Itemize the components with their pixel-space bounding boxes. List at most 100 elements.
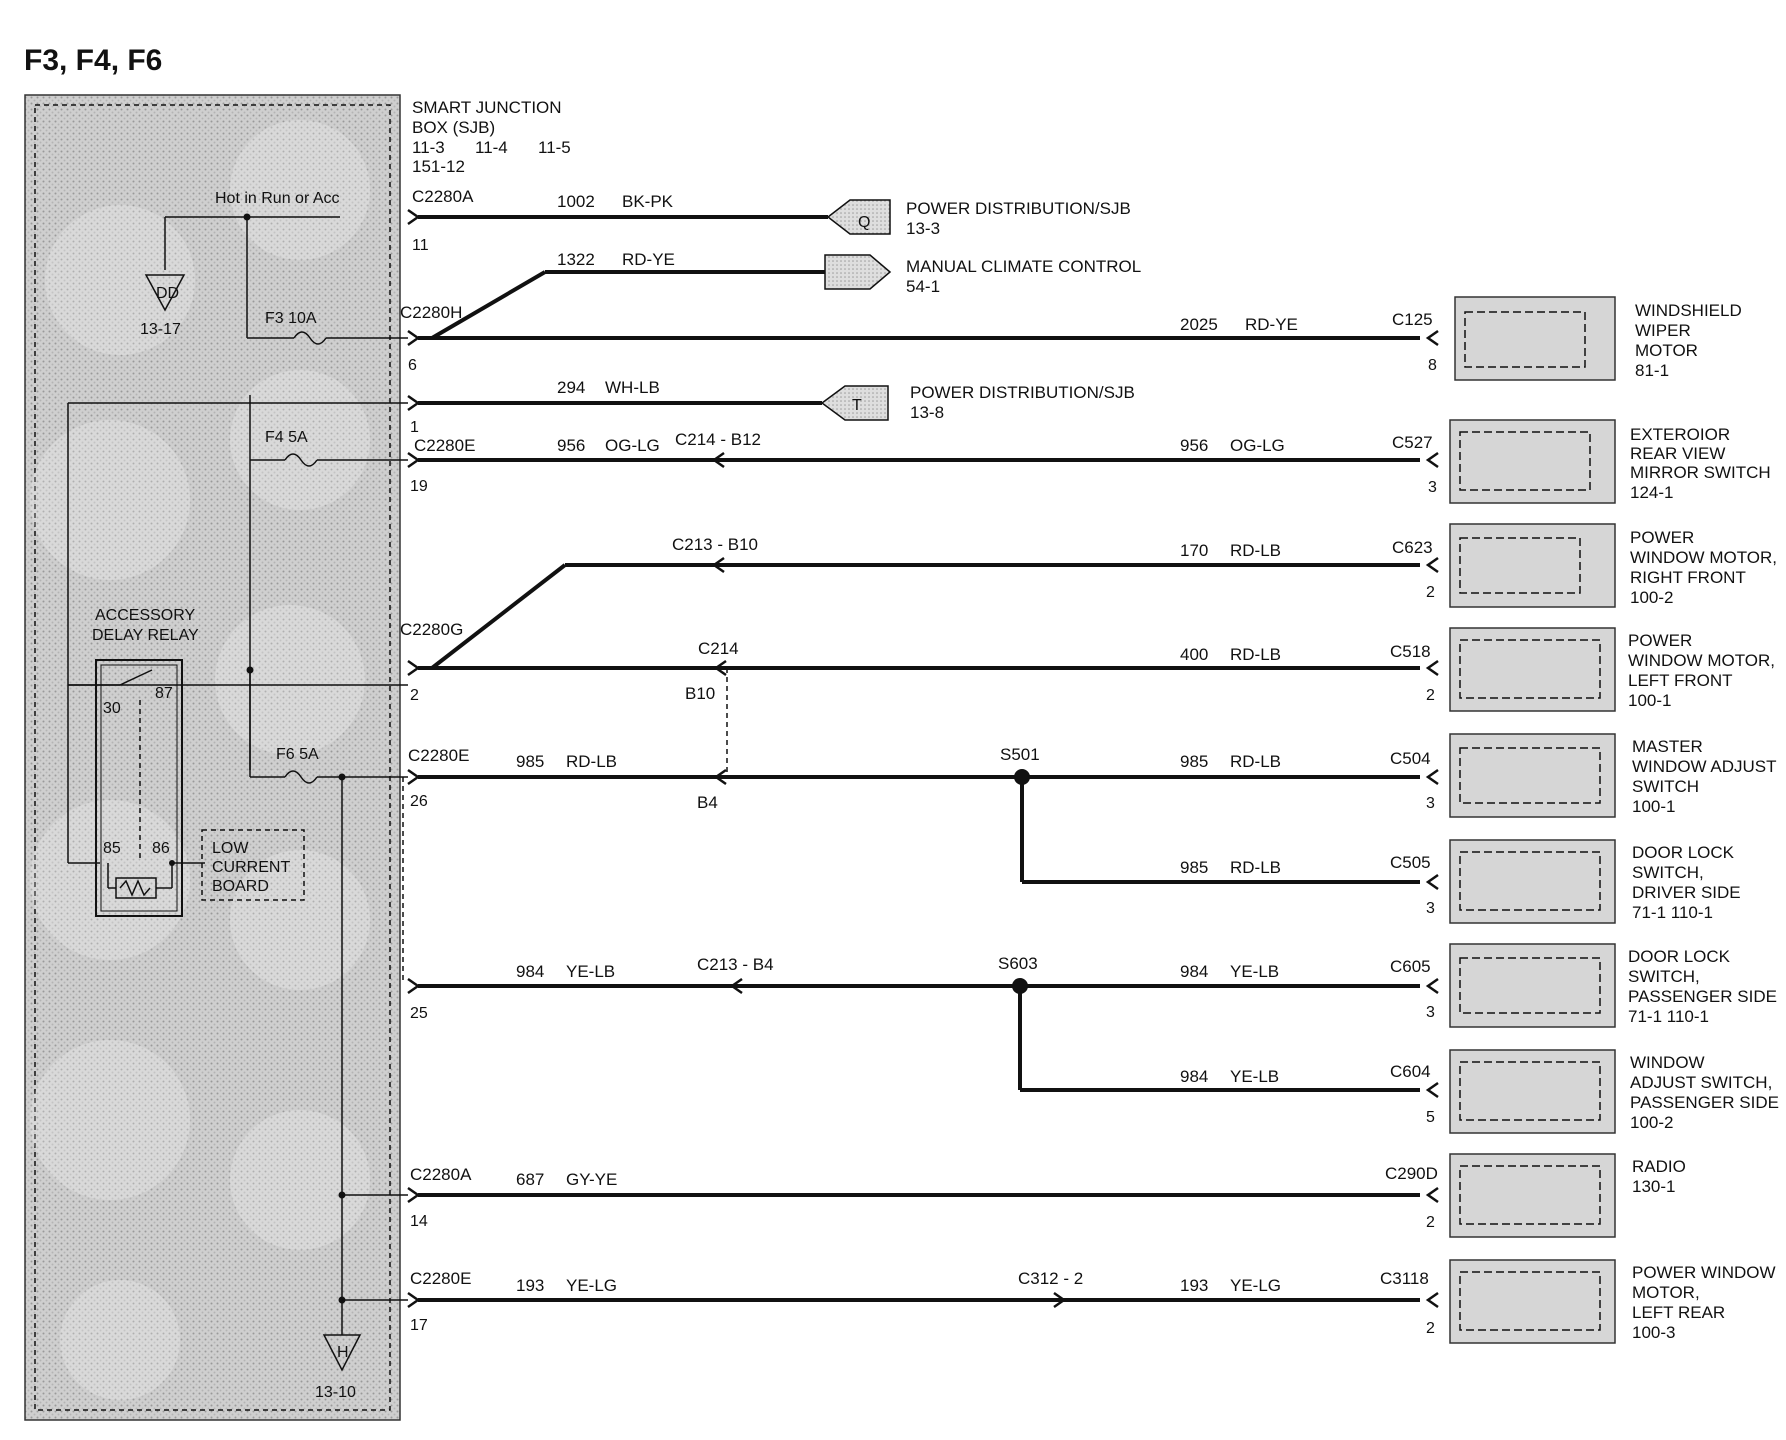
svg-text:3: 3 xyxy=(1426,1004,1435,1021)
component-power-window-motor-rf: C623 2 POWER WINDOW MOTOR, RIGHT FRONT 1… xyxy=(1392,523,1777,608)
svg-text:C504: C504 xyxy=(1390,749,1431,768)
svg-text:C290D: C290D xyxy=(1385,1164,1438,1183)
svg-text:100-3: 100-3 xyxy=(1632,1323,1675,1342)
svg-text:C2280E: C2280E xyxy=(408,746,469,765)
svg-text:1002: 1002 xyxy=(557,192,595,211)
relay-pin-87: 87 xyxy=(155,685,173,702)
svg-text:C623: C623 xyxy=(1392,538,1433,557)
svg-text:11: 11 xyxy=(412,237,429,254)
svg-text:3: 3 xyxy=(1428,479,1437,496)
sjb-ref: 11-5 xyxy=(538,138,571,157)
svg-text:RD-YE: RD-YE xyxy=(1245,315,1298,334)
connector-tag-icon xyxy=(826,199,891,235)
connector-tag-icon xyxy=(820,385,889,421)
svg-text:EXTEROIOR: EXTEROIOR xyxy=(1630,425,1730,444)
svg-text:RD-LB: RD-LB xyxy=(1230,541,1281,560)
svg-text:C605: C605 xyxy=(1390,957,1431,976)
ground-dd-ref: 13-17 xyxy=(140,321,181,338)
relay-pin-86: 86 xyxy=(152,840,170,857)
svg-text:193: 193 xyxy=(516,1276,544,1295)
svg-text:C125: C125 xyxy=(1392,310,1433,329)
svg-text:POWER DISTRIBUTION/SJB: POWER DISTRIBUTION/SJB xyxy=(910,383,1135,402)
component-master-window-adjust-switch: C504 3 MASTER WINDOW ADJUST SWITCH 100-1 xyxy=(1390,733,1777,818)
relay-pin-30: 30 xyxy=(103,700,121,717)
svg-text:2: 2 xyxy=(1426,1320,1435,1337)
svg-text:100-1: 100-1 xyxy=(1628,691,1671,710)
sjb-ref: 11-3 xyxy=(412,138,445,157)
svg-text:25: 25 xyxy=(410,1005,428,1022)
svg-text:C2280E: C2280E xyxy=(414,436,475,455)
svg-text:294: 294 xyxy=(557,378,585,397)
svg-text:C527: C527 xyxy=(1392,433,1433,452)
fuse-f3-label: F3 10A xyxy=(265,310,317,327)
sjb-title-line1: SMART JUNCTION xyxy=(412,98,562,117)
svg-text:C312 - 2: C312 - 2 xyxy=(1018,1269,1083,1288)
svg-text:POWER: POWER xyxy=(1630,528,1694,547)
svg-text:WINDOW: WINDOW xyxy=(1630,1053,1705,1072)
svg-text:2: 2 xyxy=(1426,1214,1435,1231)
svg-text:C214 - B12: C214 - B12 xyxy=(675,430,761,449)
fuse-f4-icon xyxy=(284,453,318,467)
svg-text:130-1: 130-1 xyxy=(1632,1177,1675,1196)
svg-text:5: 5 xyxy=(1426,1109,1435,1126)
svg-text:DRIVER SIDE: DRIVER SIDE xyxy=(1632,883,1741,902)
svg-text:YE-LG: YE-LG xyxy=(1230,1276,1281,1295)
svg-text:C2280H: C2280H xyxy=(400,303,462,322)
svg-text:C3118: C3118 xyxy=(1380,1269,1429,1288)
svg-text:3: 3 xyxy=(1426,795,1435,812)
svg-text:100-1: 100-1 xyxy=(1632,797,1675,816)
circuit-984-branch: 984 YE-LB xyxy=(1018,986,1420,1092)
connector-tag-icon xyxy=(824,254,892,290)
svg-text:14: 14 xyxy=(410,1213,428,1230)
svg-text:71-1 110-1: 71-1 110-1 xyxy=(1632,903,1713,922)
svg-text:PASSENGER SIDE: PASSENGER SIDE xyxy=(1630,1093,1779,1112)
svg-text:71-1 110-1: 71-1 110-1 xyxy=(1628,1007,1709,1026)
svg-text:PASSENGER SIDE: PASSENGER SIDE xyxy=(1628,987,1777,1006)
svg-text:B10: B10 xyxy=(685,684,715,703)
svg-text:MIRROR SWITCH: MIRROR SWITCH xyxy=(1630,463,1771,482)
svg-text:RADIO: RADIO xyxy=(1632,1157,1686,1176)
svg-text:2: 2 xyxy=(410,687,419,704)
svg-text:956: 956 xyxy=(1180,436,1208,455)
svg-text:SWITCH,: SWITCH, xyxy=(1632,863,1704,882)
circuit-1002: C2280A 11 1002 BK-PK Q POWER DISTRIBUTIO… xyxy=(407,187,1131,254)
svg-text:1322: 1322 xyxy=(557,250,595,269)
svg-text:WINDOW MOTOR,: WINDOW MOTOR, xyxy=(1628,651,1775,670)
circuit-294: 1 294 WH-LB T POWER DISTRIBUTION/SJB 13-… xyxy=(407,378,1135,436)
svg-text:MOTOR: MOTOR xyxy=(1635,341,1698,360)
svg-text:81-1: 81-1 xyxy=(1635,361,1669,380)
svg-text:RD-YE: RD-YE xyxy=(622,250,675,269)
svg-text:1: 1 xyxy=(410,419,419,436)
svg-text:2: 2 xyxy=(1426,584,1435,601)
svg-text:POWER WINDOW: POWER WINDOW xyxy=(1632,1263,1776,1282)
svg-text:OG-LG: OG-LG xyxy=(605,436,660,455)
svg-text:MASTER: MASTER xyxy=(1632,737,1703,756)
fuse-f4-label: F4 5A xyxy=(265,429,308,446)
fuse-f3-icon xyxy=(293,331,327,345)
svg-text:POWER DISTRIBUTION/SJB: POWER DISTRIBUTION/SJB xyxy=(906,199,1131,218)
ground-dd-icon xyxy=(144,274,186,312)
svg-text:984: 984 xyxy=(1180,1067,1208,1086)
circuit-956: C2280E 19 956 OG-LG C214 - B12 956 OG-LG xyxy=(407,430,1420,495)
svg-text:MOTOR,: MOTOR, xyxy=(1632,1283,1700,1302)
svg-text:T: T xyxy=(852,397,862,414)
circuit-985: C2280E 26 985 RD-LB B4 S501 985 RD-LB xyxy=(407,745,1420,812)
svg-text:RIGHT FRONT: RIGHT FRONT xyxy=(1630,568,1746,587)
svg-text:S603: S603 xyxy=(998,954,1038,973)
svg-text:193: 193 xyxy=(1180,1276,1208,1295)
svg-text:13-3: 13-3 xyxy=(906,219,940,238)
svg-text:REAR VIEW: REAR VIEW xyxy=(1630,444,1725,463)
svg-text:YE-LG: YE-LG xyxy=(566,1276,617,1295)
svg-text:YE-LB: YE-LB xyxy=(566,962,615,981)
svg-text:984: 984 xyxy=(516,962,544,981)
svg-text:956: 956 xyxy=(557,436,585,455)
svg-text:C2280A: C2280A xyxy=(410,1165,472,1184)
lcb-label-line3: BOARD xyxy=(212,878,269,895)
svg-text:C214: C214 xyxy=(698,639,739,658)
smart-junction-box xyxy=(24,94,401,1421)
svg-text:MANUAL CLIMATE CONTROL: MANUAL CLIMATE CONTROL xyxy=(906,257,1141,276)
svg-text:WINDOW ADJUST: WINDOW ADJUST xyxy=(1632,757,1777,776)
svg-text:13-8: 13-8 xyxy=(910,403,944,422)
svg-text:DOOR LOCK: DOOR LOCK xyxy=(1632,843,1735,862)
component-door-lock-switch-driver: C505 3 DOOR LOCK SWITCH, DRIVER SIDE 71-… xyxy=(1390,839,1741,924)
